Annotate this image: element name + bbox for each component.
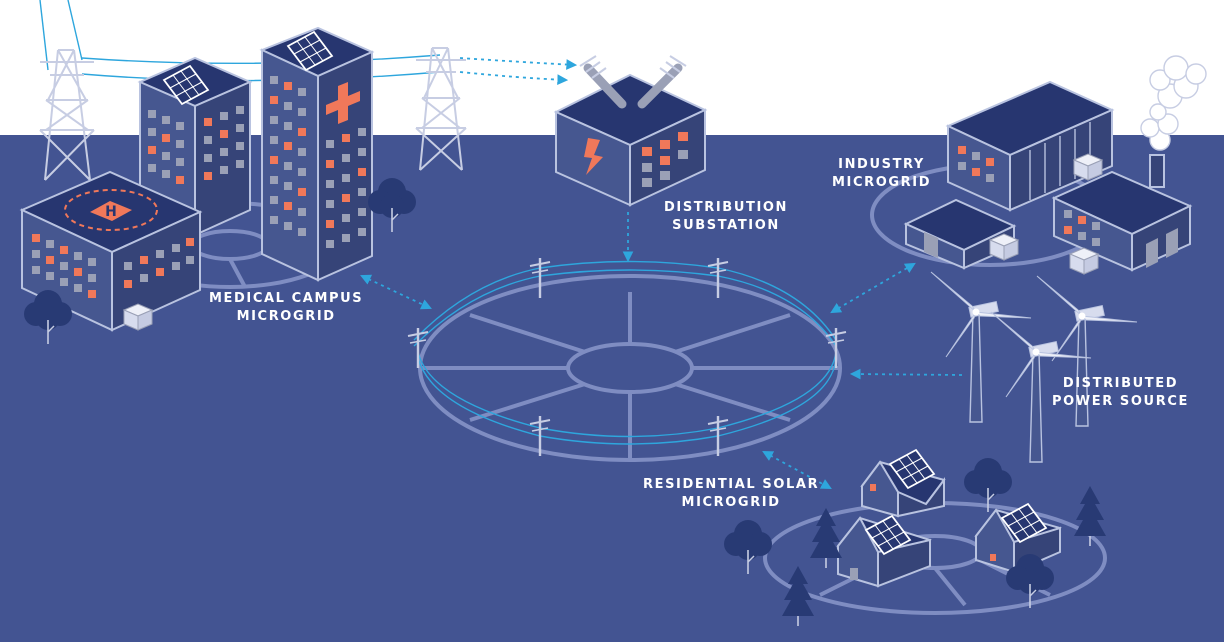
distributed-power-label: DISTRIBUTED POWER SOURCE [1052,375,1189,411]
house [836,515,932,588]
insulator-icon [579,55,687,109]
residential-label-line-2: MICROGRID [681,495,781,510]
distribution-substation [553,55,708,207]
medical-campus: H [19,26,375,332]
house [860,449,946,518]
residential-label-line-1: RESIDENTIAL SOLAR [643,477,820,492]
industry-microgrid [903,55,1207,275]
medical-campus-label: MEDICAL CAMPUS MICROGRID [209,290,363,326]
substation-label-line-2: SUBSTATION [672,218,780,233]
medical-cross-icon [326,82,360,124]
hvac-unit-icon [123,303,153,331]
medical-label-line-2: MICROGRID [236,309,336,324]
industry-label-line-1: INDUSTRY [838,157,925,172]
helipad-icon: H [90,201,132,221]
transmission-tower-icon [39,49,95,181]
flow-arrows [360,57,963,490]
residential-solar-microgrid [836,449,1062,588]
substation-label: DISTRIBUTION SUBSTATION [664,199,788,235]
industry-label: INDUSTRY MICROGRID [832,156,931,192]
distributed-label-line-1: DISTRIBUTED [1062,376,1179,391]
transmission-tower-icon [415,47,467,171]
lightning-bolt-icon [584,138,603,175]
central-grid-ring [418,274,842,462]
smoke-icon [1140,55,1207,151]
transmission-lines [39,0,441,82]
residential-label: RESIDENTIAL SOLAR MICROGRID [643,476,819,512]
smokestack [1149,154,1165,188]
distributed-label-line-2: POWER SOURCE [1052,394,1189,409]
industry-label-line-2: MICROGRID [832,175,932,190]
medical-label-line-1: MEDICAL CAMPUS [209,291,364,306]
helipad-letter: H [105,204,117,220]
helipad [64,189,158,231]
substation-label-line-1: DISTRIBUTION [664,200,789,215]
